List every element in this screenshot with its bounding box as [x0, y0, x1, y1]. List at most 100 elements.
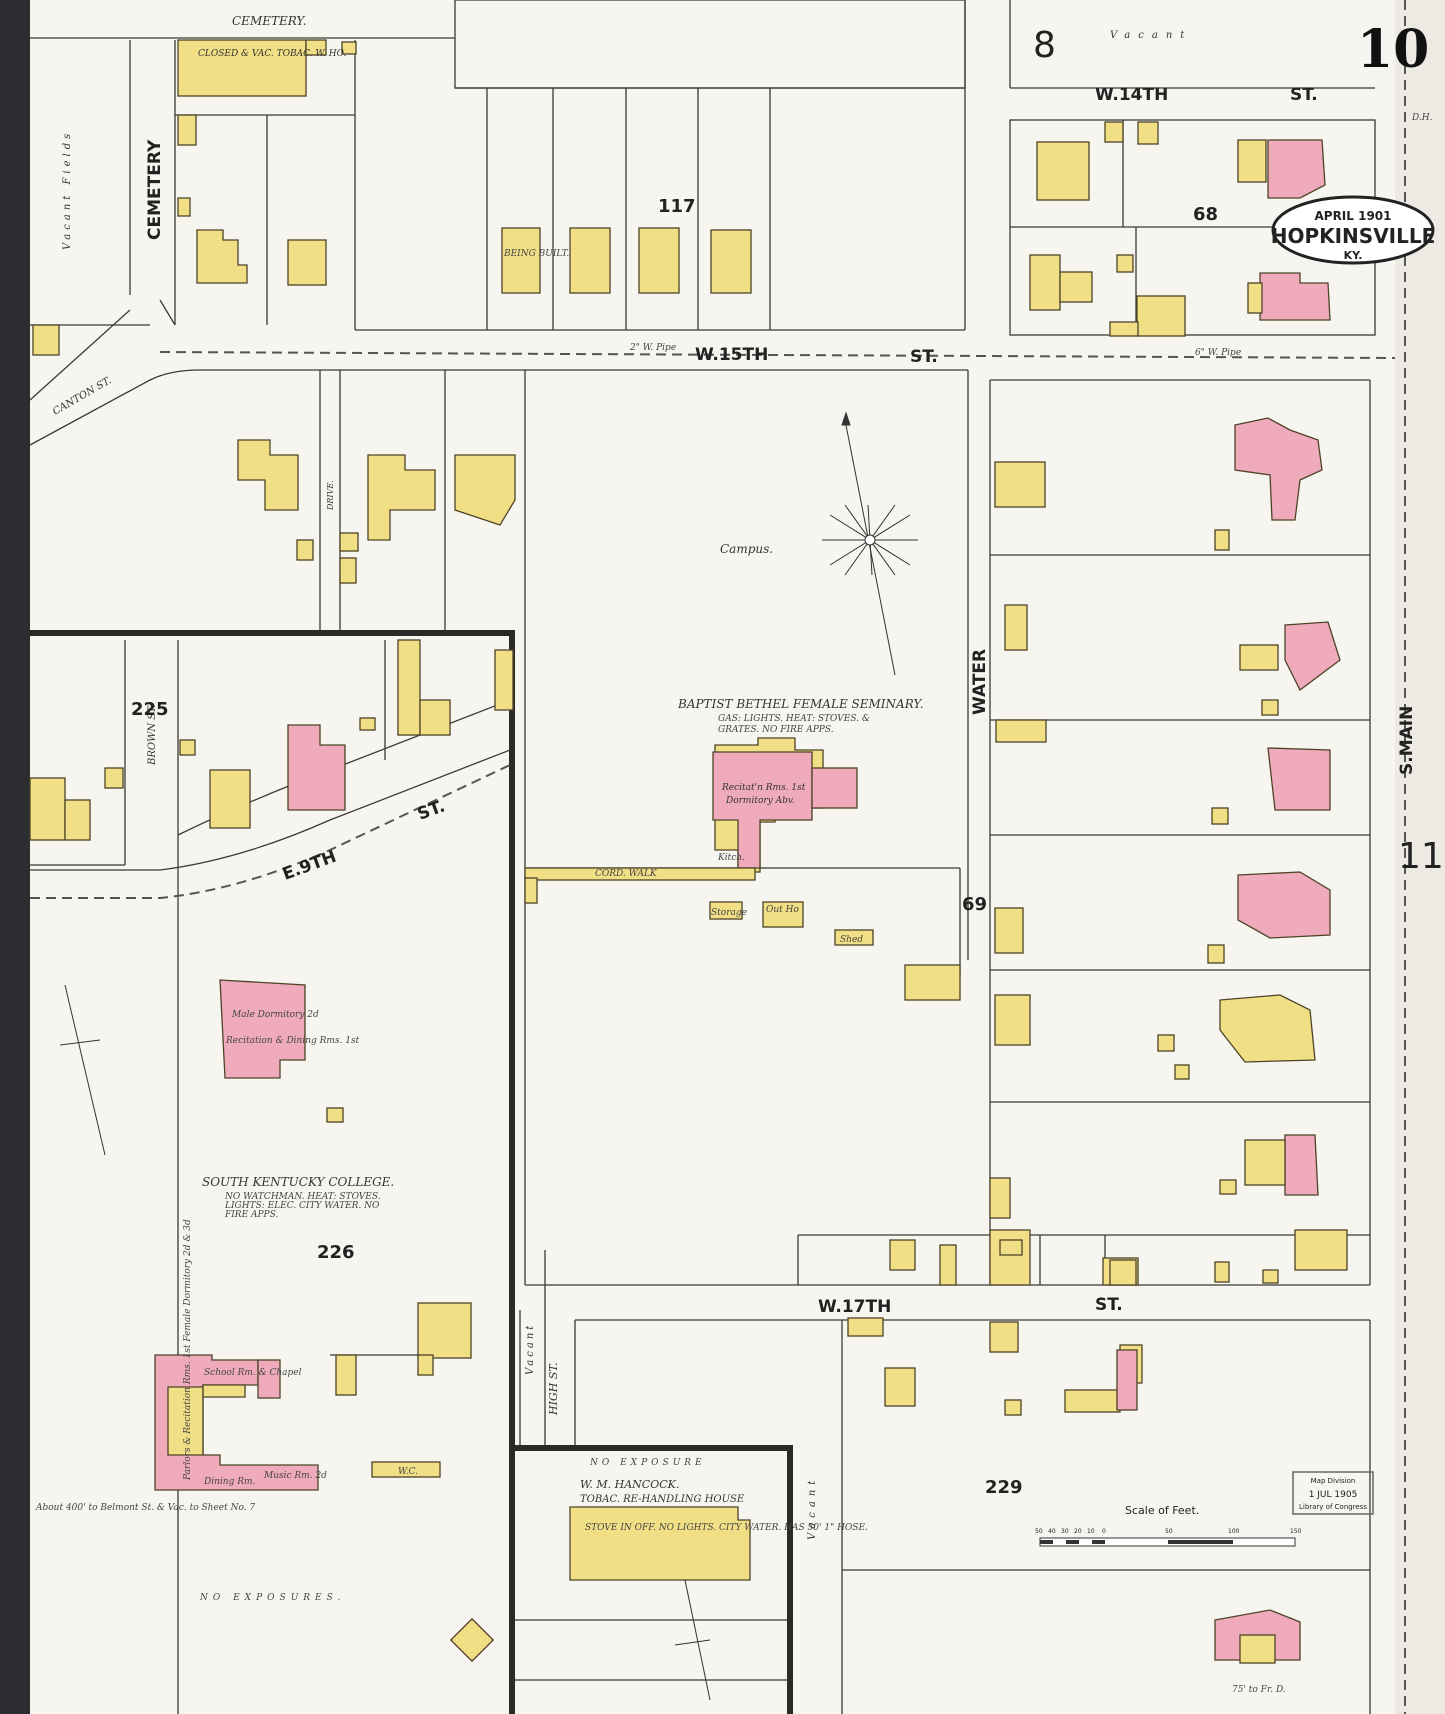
building: [296, 539, 314, 561]
map-mark: [30, 764, 511, 899]
map-label: Vacant: [1110, 30, 1192, 41]
map-mark: [512, 1445, 793, 1714]
map-text: CEMETERY. Vacant Fields Vacant CEMETERY …: [35, 14, 1444, 1695]
scale-title: Scale of Feet.: [1125, 1504, 1199, 1517]
map-mark: [159, 299, 176, 326]
map-label: Out Ho: [766, 905, 800, 915]
being-built-label: BEING BUILT.: [503, 249, 569, 259]
map-label: 226: [317, 1242, 355, 1263]
title-cartouche: [1271, 195, 1435, 265]
building: [1261, 699, 1279, 716]
map-label: Storage: [711, 908, 747, 918]
map-label: ST.: [1095, 1295, 1123, 1315]
map-label: ST.: [910, 347, 938, 367]
building: [339, 557, 357, 584]
map-label: 229: [985, 1477, 1023, 1498]
title-city: HOPKINSVILLE: [1271, 224, 1436, 248]
map-label: ST.: [1290, 85, 1318, 105]
map-mark: [841, 411, 851, 426]
building: [847, 1317, 884, 1337]
building: [995, 719, 1047, 743]
sheet-number: 10: [1357, 19, 1429, 80]
building: [834, 929, 874, 946]
building: [1157, 1034, 1175, 1052]
map-mark: [1092, 1540, 1105, 1544]
map-label: 150: [1290, 1528, 1302, 1535]
building: [1214, 1261, 1230, 1283]
map-label: LIGHTS: ELEC. CITY WATER. NO: [224, 1201, 380, 1211]
adjacent-sheet-8: 8: [1033, 25, 1056, 66]
building: [1262, 1269, 1279, 1284]
building: [449, 1617, 495, 1663]
map-label: STOVE IN OFF. NO LIGHTS. CITY WATER. HAS…: [585, 1523, 868, 1533]
building: [179, 739, 196, 756]
map-mark: [684, 1579, 711, 1701]
water-pipes: [30, 0, 1406, 1714]
map-label: NO EXPOSURE: [589, 1458, 706, 1468]
building: [989, 1229, 1031, 1286]
map-label: GAS: LIGHTS. HEAT: STOVES. &: [718, 714, 870, 724]
map-mark: [864, 534, 876, 546]
map-label: DRIVE.: [326, 480, 335, 511]
map-mark: [674, 1639, 711, 1646]
building: [999, 1239, 1023, 1256]
map-label: 2" W. Pipe: [629, 343, 676, 353]
map-label: Recitation & Dining Rms. 1st: [225, 1036, 360, 1046]
building: [1219, 1179, 1237, 1195]
building: [1284, 1134, 1319, 1196]
scale-bar: [1039, 1537, 1296, 1547]
map-label: Male Dormitory 2d: [231, 1010, 319, 1020]
map-mark: [64, 984, 106, 1156]
building: [454, 454, 516, 526]
building: [904, 964, 961, 1001]
buildings: [29, 39, 1348, 1664]
map-label: WATER: [970, 649, 990, 715]
map-label: 20: [1074, 1528, 1082, 1535]
building: [710, 229, 752, 294]
map-label: 100: [1228, 1528, 1240, 1535]
building: [417, 1302, 472, 1359]
cemetery-label: CEMETERY.: [232, 14, 307, 28]
map-label: GRATES. NO FIRE APPS.: [718, 725, 834, 735]
building: [939, 1244, 957, 1286]
map-label: CANTON ST.: [51, 375, 113, 417]
building: [1211, 807, 1229, 825]
map-label: 0: [1102, 1528, 1106, 1535]
building: [287, 724, 346, 811]
building: [1239, 1634, 1276, 1664]
building: [494, 649, 514, 711]
map-label: HIGH ST.: [547, 1362, 560, 1416]
block-lines: [29, 0, 1376, 1714]
map-mark: [1066, 1540, 1079, 1544]
building: [994, 994, 1031, 1046]
building: [1244, 1139, 1286, 1186]
building: [1064, 1389, 1121, 1413]
cord-walk: [524, 867, 756, 881]
building: [1284, 621, 1341, 691]
map-label: S.MAIN: [1397, 706, 1417, 775]
library-stamp-border: [1292, 1471, 1374, 1515]
boundary-lines: [30, 630, 793, 1714]
map-mark: [29, 369, 968, 446]
building: [1259, 272, 1331, 321]
building: [257, 1359, 281, 1399]
building: [811, 767, 858, 809]
building: [1116, 254, 1134, 273]
map-label: 30: [1061, 1528, 1069, 1535]
map-label: 40: [1048, 1528, 1056, 1535]
cemetery-street-label: CEMETERY: [145, 139, 165, 240]
tobacco-warehouse: [177, 39, 307, 97]
seminary-label: BAPTIST BETHEL FEMALE SEMINARY.: [677, 697, 924, 711]
building: [1214, 529, 1230, 551]
building: [1004, 1399, 1022, 1416]
adjacent-sheet-11: 11: [1398, 836, 1444, 877]
building: [889, 1239, 916, 1271]
building: [989, 1177, 1011, 1219]
map-label: Kitch.: [717, 853, 745, 863]
map-label: Parlors & Recitation Rms. 1st Female Dor…: [183, 1219, 193, 1481]
map-label: D.H.: [1411, 113, 1433, 123]
map-mark: [29, 309, 131, 401]
building: [569, 227, 611, 294]
map-label: CORD. WALK: [595, 869, 658, 879]
male-dormitory: [219, 979, 306, 1079]
